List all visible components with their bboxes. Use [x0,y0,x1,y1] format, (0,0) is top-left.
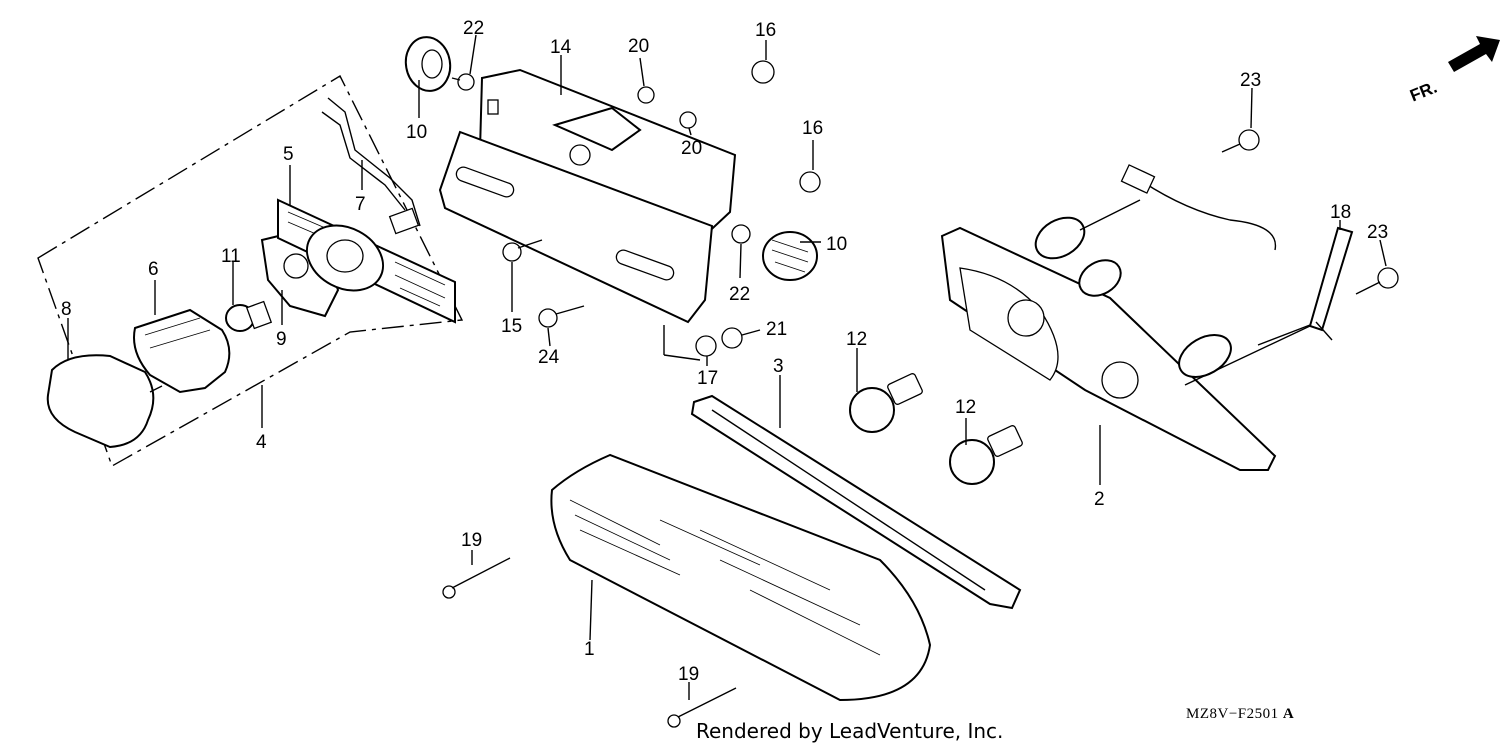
callout-11: 11 [221,246,241,267]
callout-17: 17 [697,368,718,389]
part-15-screw [502,239,543,262]
callout-21: 21 [766,319,787,340]
part-24-bolt [538,305,585,328]
callout-20-a: 20 [628,36,649,57]
callout-23-right: 23 [1367,222,1388,243]
part-1-main-lens [550,453,932,702]
part-20-nut-b [679,111,697,129]
callout-9: 9 [276,329,287,350]
part-23-bolt-top [1221,129,1260,153]
callout-19-a: 19 [461,530,482,551]
part-10-grommet-top [404,36,452,92]
callout-19-b: 19 [678,664,699,685]
diagram-code-suffix: A [1282,706,1295,722]
part-12-bulb-a [849,373,923,433]
license-bracket [438,130,714,324]
part-14-housing [478,68,737,242]
callout-7: 7 [355,194,366,215]
part-5-reflector [277,198,456,324]
callout-8: 8 [61,299,72,320]
callout-12-b: 12 [955,397,976,418]
diagram-code: MZ8V−F2501 A [1186,706,1294,723]
callout-10-top: 10 [406,122,427,143]
callout-12-a: 12 [846,329,867,350]
part-6-housing [133,308,231,394]
leader-lines [67,34,1387,700]
diagram-code-main: MZ8V−F2501 [1186,706,1279,722]
part-11-bulb [225,300,273,332]
part-23-bolt-right [1355,267,1399,295]
part-3-gasket [690,394,1022,610]
footer-credit: Rendered by LeadVenture, Inc. [696,719,1004,743]
callout-15: 15 [501,316,522,337]
part-7-harness [321,97,421,235]
part-8-lens [46,354,163,449]
callout-labels: 1 2 3 4 5 6 7 8 9 10 10 11 12 12 14 15 1… [61,18,1388,685]
callout-18: 18 [1330,202,1351,223]
callout-1: 1 [584,639,595,660]
part-2-tail-base [940,164,1277,471]
part-21-nut [721,327,743,349]
part-22-nut-top [457,73,475,91]
front-direction-arrow-icon [1448,36,1500,72]
part-16-nut-a [751,60,775,84]
part-10-grommet-right [762,231,818,281]
callout-16-b: 16 [802,118,823,139]
callout-14: 14 [550,37,572,58]
part-17-nut [695,335,717,357]
part-18-bracket [1308,226,1354,341]
callout-22-top: 22 [463,18,484,39]
callout-3: 3 [773,356,784,377]
callout-20-b: 20 [681,138,702,159]
callout-6: 6 [148,259,159,280]
callout-10-right: 10 [826,234,847,255]
callout-2: 2 [1094,489,1105,510]
callout-23-top: 23 [1240,70,1261,91]
part-20-nut-a [637,86,655,104]
part-22-nut-right [731,224,751,244]
callout-22-right: 22 [729,284,750,305]
part-12-bulb-b [949,425,1023,485]
callout-24: 24 [538,347,560,368]
part-19-screw-a [442,557,511,599]
part-16-nut-b [799,171,821,193]
part-19-screw-b [667,687,737,728]
callout-4: 4 [256,432,267,453]
callout-16-a: 16 [755,20,776,41]
callout-5: 5 [283,144,294,165]
